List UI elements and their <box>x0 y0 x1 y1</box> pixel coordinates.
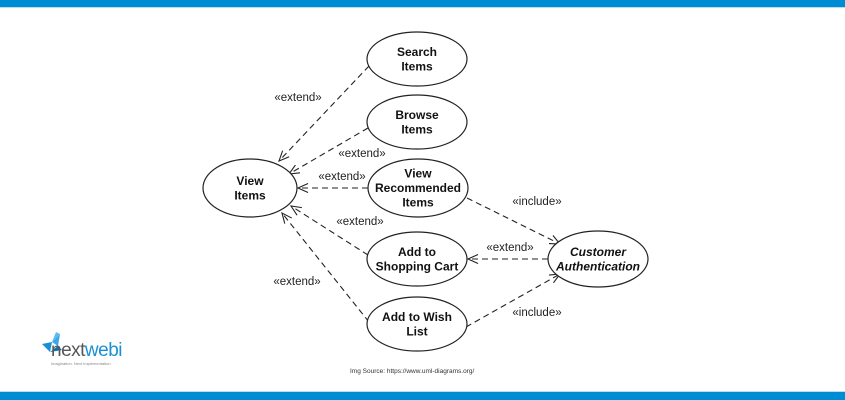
relationship-view-recommended-items-to-view-items <box>296 183 368 193</box>
dashed-dependency-line <box>278 65 370 162</box>
stereotype-label: «extend» <box>336 216 383 228</box>
dashed-dependency-line <box>288 127 369 175</box>
use-case-label-line: Items <box>401 59 433 73</box>
top-brand-band <box>0 0 845 7</box>
use-case-label-line: Add to <box>398 245 436 259</box>
open-arrowhead-icon <box>281 211 293 224</box>
dashed-dependency-line <box>290 205 369 256</box>
image-source-caption: Img Source: https://www.uml-diagrams.org… <box>350 368 475 375</box>
use-case-label-line: List <box>406 324 427 338</box>
use-case-label-line: Shopping Cart <box>376 259 459 273</box>
logo-wordmark: nextwebi <box>51 340 123 361</box>
use-case-ellipse <box>202 158 298 218</box>
use-case-label-line: View <box>236 174 264 188</box>
use-case-ellipse <box>366 231 468 287</box>
stereotype-label: «include» <box>512 196 561 208</box>
use-case-label-line: Items <box>401 122 433 136</box>
nextwebi-logo: nextwebi Imagination. Next Implementatio… <box>38 332 148 372</box>
use-case-label-line: Customer <box>570 245 627 259</box>
dashed-dependency-line <box>465 273 561 328</box>
top-band-divider <box>0 7 845 8</box>
stereotype-label: «include» <box>512 307 561 319</box>
use-case-label-line: Authentication <box>555 259 640 273</box>
use-cases-layer: ViewItemsSearchItemsBrowseItemsViewRecom… <box>202 31 649 352</box>
logo-word-next: next <box>51 340 85 361</box>
bird-icon <box>42 332 62 352</box>
use-case-ellipse <box>367 158 469 218</box>
stereotype-label: «extend» <box>338 148 385 160</box>
use-case-ellipse <box>366 94 468 150</box>
open-arrowhead-icon <box>278 150 290 162</box>
use-case-label-line: Search <box>397 45 437 59</box>
logo-word-webi: webi <box>84 340 123 361</box>
use-case-ellipse <box>366 31 468 87</box>
relationship-add-to-wish-list-to-view-items <box>281 211 370 323</box>
use-case-ellipse <box>547 230 649 288</box>
stereotype-label: «extend» <box>486 242 533 254</box>
relationship-add-to-shopping-cart-to-view-items <box>289 205 369 256</box>
use-case-label-line: Browse <box>395 108 439 122</box>
stereotype-label: «extend» <box>318 171 365 183</box>
bottom-brand-band <box>0 392 845 400</box>
dashed-dependency-line <box>466 197 561 245</box>
use-case-ellipse <box>366 296 468 352</box>
use-case-label-line: Items <box>234 188 266 202</box>
open-arrowhead-icon <box>466 254 479 264</box>
open-arrowhead-icon <box>289 205 302 216</box>
relationship-add-to-wish-list-to-customer-authentication <box>465 273 562 328</box>
open-arrowhead-icon <box>296 183 309 193</box>
bottom-band-divider <box>0 391 845 392</box>
stereotype-labels-layer: «extend» «extend» «extend» «extend» «extend»… <box>273 92 561 319</box>
use-case-label-line: Recommended <box>375 181 461 195</box>
logo-tagline: Imagination. Next Implementation <box>51 361 111 366</box>
stereotype-label: «extend» <box>273 276 320 288</box>
stereotype-label: «extend» <box>274 92 321 104</box>
use-case-label-line: Items <box>402 196 434 210</box>
relationship-customer-authentication-to-add-to-shopping-cart <box>466 254 548 264</box>
use-case-label-line: View <box>404 167 432 181</box>
dashed-dependency-line <box>281 212 370 323</box>
use-case-label-line: Add to Wish <box>382 310 452 324</box>
relationship-search-items-to-view-items <box>278 65 370 162</box>
